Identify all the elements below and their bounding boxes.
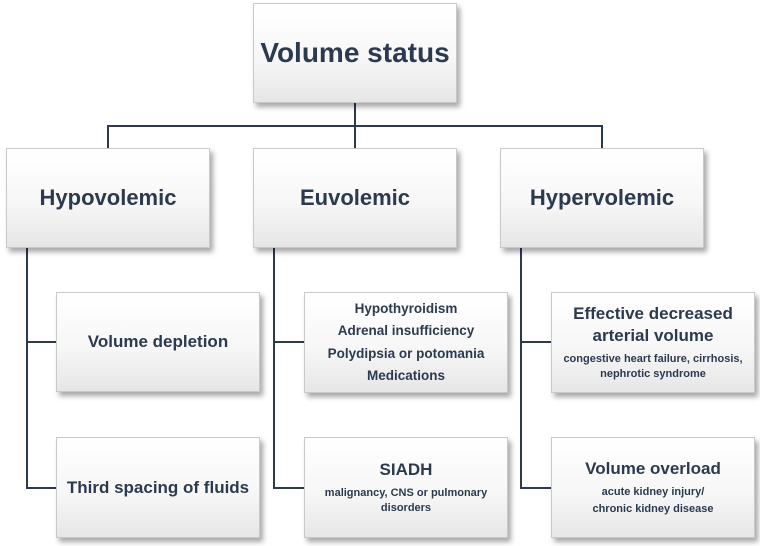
connector-causes-list [273, 341, 304, 343]
cause-item: Polydipsia or potomania [327, 345, 485, 361]
node-volume-depletion: Volume depletion [56, 292, 260, 392]
connector-hypervolemic-trunk [520, 248, 522, 489]
connector-volume-depletion [26, 341, 56, 343]
connector-hypovolemic-trunk [26, 248, 28, 489]
node-hypovolemic: Hypovolemic [6, 148, 210, 248]
node-siadh: SIADH malignancy, CNS or pulmonary disor… [304, 437, 508, 538]
cause-item: Medications [366, 368, 445, 383]
node-edav-title: Effective decreased arterial volume [573, 304, 733, 345]
cause-item: Hypothyroidism [354, 300, 458, 316]
node-siadh-title: SIADH [379, 460, 433, 479]
node-third-spacing-label: Third spacing of fluids [66, 477, 250, 497]
node-euvolemic-label: Euvolemic [299, 185, 411, 210]
connector-edav [520, 341, 551, 343]
node-volume-overload-detail-2: chronic kidney disease [592, 503, 714, 515]
connector-third-spacing [26, 487, 56, 489]
connector-root-down [354, 103, 356, 126]
node-euvolemic-causes: Hypothyroidism Adrenal insufficiency Pol… [304, 292, 508, 393]
node-euvolemic: Euvolemic [253, 148, 457, 248]
root-node-label: Volume status [260, 37, 450, 68]
node-hypovolemic-label: Hypovolemic [39, 185, 177, 210]
connector-hypovolemic-up [107, 125, 109, 148]
connector-volume-overload [520, 487, 551, 489]
cause-item: Adrenal insufficiency [337, 323, 475, 338]
root-node-volume-status: Volume status [253, 3, 457, 103]
node-edav-detail: congestive heart failure, cirrhosis, nep… [563, 353, 743, 380]
connector-euvolemic-up [354, 125, 356, 148]
node-volume-overload-detail-1: acute kidney injury/ [601, 486, 705, 498]
connector-siadh [273, 487, 304, 489]
connector-euvolemic-trunk [273, 248, 275, 489]
node-hypervolemic-label: Hypervolemic [529, 185, 675, 210]
node-third-spacing: Third spacing of fluids [56, 437, 260, 538]
node-volume-overload-title: Volume overload [585, 459, 721, 478]
node-volume-depletion-label: Volume depletion [87, 332, 229, 351]
node-hypervolemic: Hypervolemic [500, 148, 704, 248]
node-effective-decreased-arterial-volume: Effective decreased arterial volume cong… [551, 292, 755, 393]
connector-hypervolemic-up [601, 125, 603, 148]
node-siadh-detail: malignancy, CNS or pulmonary disorders [324, 487, 488, 514]
node-volume-overload: Volume overload acute kidney injury/ chr… [551, 437, 755, 538]
